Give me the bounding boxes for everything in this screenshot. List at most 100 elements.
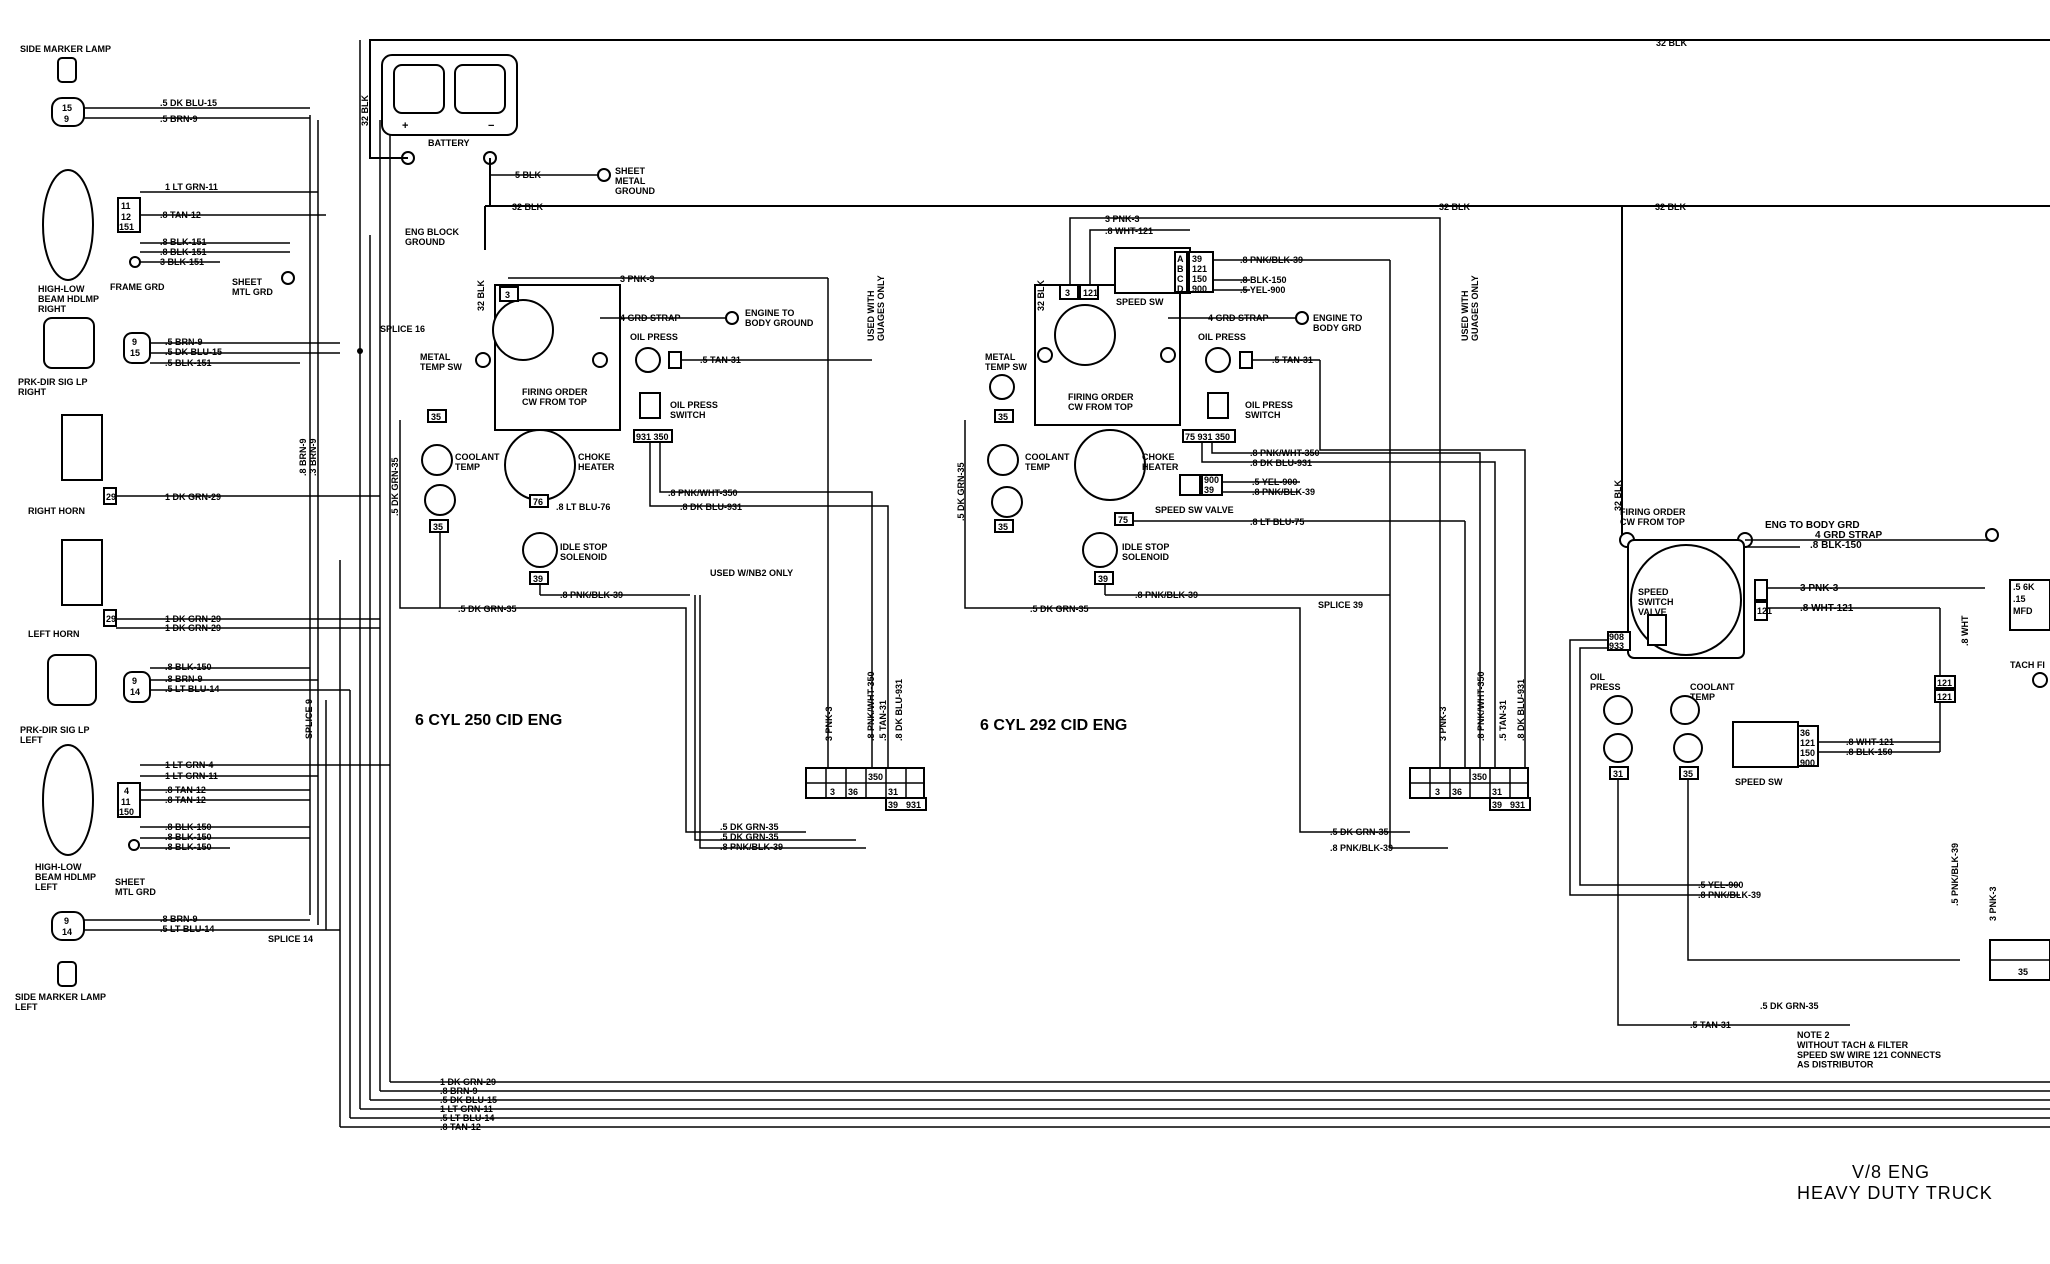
svg-text:121: 121 <box>1192 264 1207 274</box>
svg-text:.5 BRN-9: .5 BRN-9 <box>165 337 203 347</box>
svg-text:MFD: MFD <box>2013 606 2033 616</box>
headlamp-left <box>42 744 94 856</box>
svg-text:.8 BLK-150: .8 BLK-150 <box>165 842 212 852</box>
svg-text:1 LT GRN-4: 1 LT GRN-4 <box>165 760 213 770</box>
bus-labels: 1 DK GRN-29 .8 BRN-9 .5 DK BLU-15 1 LT G… <box>440 1077 497 1132</box>
svg-text:.5 TAN-31: .5 TAN-31 <box>1498 700 1508 741</box>
svg-text:1 LT GRN-11: 1 LT GRN-11 <box>165 182 218 192</box>
svg-text:.8 BRN-9: .8 BRN-9 <box>160 914 198 924</box>
choke-heater-292 <box>1074 429 1146 501</box>
svg-text:.8 BLK-151: .8 BLK-151 <box>160 237 207 247</box>
svg-text:15: 15 <box>130 348 140 358</box>
svg-text:.5 TAN-31: .5 TAN-31 <box>1690 1020 1731 1030</box>
svg-text:OIL PRESS: OIL PRESS <box>1198 332 1246 342</box>
svg-text:121: 121 <box>1800 738 1815 748</box>
svg-text:RIGHT HORN: RIGHT HORN <box>28 506 85 516</box>
svg-text:39: 39 <box>1192 254 1202 264</box>
svg-text:.8 DK BLU-931: .8 DK BLU-931 <box>894 679 904 741</box>
svg-text:3 PNK-3: 3 PNK-3 <box>824 706 834 741</box>
svg-text:350: 350 <box>1472 772 1487 782</box>
svg-text:.8 WHT-121: .8 WHT-121 <box>1846 737 1894 747</box>
svg-text:.5 TAN-31: .5 TAN-31 <box>878 700 888 741</box>
engine-292-block <box>1034 284 1181 426</box>
svg-text:.8 WHT: .8 WHT <box>1960 615 1970 646</box>
svg-text:.5 BRN-9: .5 BRN-9 <box>160 114 198 124</box>
svg-text:SPLICE 14: SPLICE 14 <box>268 934 313 944</box>
svg-text:.5 YEL-900: .5 YEL-900 <box>1698 880 1743 890</box>
svg-text:.5 DK GRN-35: .5 DK GRN-35 <box>720 832 779 842</box>
diagram-title-line-1: V/8 ENG <box>1852 1162 1930 1182</box>
svg-text:.5 LT BLU-14: .5 LT BLU-14 <box>165 684 219 694</box>
svg-text:.8 DK BLU-931: .8 DK BLU-931 <box>1250 458 1312 468</box>
svg-text:.5 TAN-31: .5 TAN-31 <box>700 355 741 365</box>
svg-text:.8 TAN-12: .8 TAN-12 <box>165 795 206 805</box>
svg-text:.3 BRN-9: .3 BRN-9 <box>308 438 318 476</box>
svg-text:35: 35 <box>998 412 1008 422</box>
svg-text:3 PNK-3: 3 PNK-3 <box>1800 583 1839 594</box>
svg-text:900: 900 <box>1204 475 1219 485</box>
section-292-label: 6 CYL 292 CID ENG <box>980 717 1127 734</box>
svg-text:.5 DK GRN-35: .5 DK GRN-35 <box>1030 604 1089 614</box>
svg-text:.8 PNK/WHT-350: .8 PNK/WHT-350 <box>1250 448 1320 458</box>
svg-text:.8 WHT-121: .8 WHT-121 <box>1800 603 1854 614</box>
svg-text:3: 3 <box>1435 787 1440 797</box>
svg-text:.8 BRN-9: .8 BRN-9 <box>440 1086 478 1096</box>
svg-text:29: 29 <box>106 614 116 624</box>
sheet-mtl-ground-icon <box>281 271 295 285</box>
svg-text:931: 931 <box>1510 800 1525 810</box>
svg-text:.8 BLK-151: .8 BLK-151 <box>160 247 207 257</box>
svg-text:32 BLK: 32 BLK <box>360 94 370 126</box>
svg-text:75: 75 <box>1118 515 1128 525</box>
diagram-title-line-2: HEAVY DUTY TRUCK <box>1797 1183 1993 1203</box>
speed-sw-v8 <box>1732 721 1799 768</box>
svg-text:.8 TAN-12: .8 TAN-12 <box>165 785 206 795</box>
svg-text:5 BLK: 5 BLK <box>515 170 542 180</box>
svg-text:3 PNK-3: 3 PNK-3 <box>1105 214 1140 224</box>
svg-text:11: 11 <box>121 201 131 211</box>
section-250-label: 6 CYL 250 CID ENG <box>415 712 562 729</box>
choke-heater-250 <box>504 429 576 501</box>
svg-text:.5 LT BLU-14: .5 LT BLU-14 <box>440 1113 494 1123</box>
svg-text:.5 6K: .5 6K <box>2013 582 2035 592</box>
svg-text:900: 900 <box>1192 284 1207 294</box>
svg-text:39: 39 <box>533 574 543 584</box>
svg-text:.5 DK GRN-35: .5 DK GRN-35 <box>458 604 517 614</box>
svg-text:C: C <box>1177 274 1184 284</box>
side-marker-connector <box>51 97 85 127</box>
svg-text:USED WITHGUAGES ONLY: USED WITHGUAGES ONLY <box>866 275 886 341</box>
svg-text:.5 TAN-31: .5 TAN-31 <box>1272 355 1313 365</box>
svg-text:35: 35 <box>431 412 441 422</box>
svg-text:36: 36 <box>848 787 858 797</box>
svg-text:.5 YEL-900: .5 YEL-900 <box>1240 285 1285 295</box>
svg-text:.8 BLK-150: .8 BLK-150 <box>1846 747 1893 757</box>
side-marker-lamp-left <box>57 961 77 987</box>
svg-text:D: D <box>1177 284 1184 294</box>
svg-text:350: 350 <box>868 772 883 782</box>
svg-text:75 931 350: 75 931 350 <box>1185 432 1230 442</box>
park-dir-lamp-left <box>47 654 97 706</box>
side-marker-lamp-right-label: SIDE MARKER LAMP <box>20 44 111 54</box>
svg-text:9: 9 <box>64 114 69 124</box>
svg-text:39: 39 <box>1492 800 1502 810</box>
svg-text:.8 BRN-9: .8 BRN-9 <box>298 438 308 476</box>
svg-text:4: 4 <box>124 786 129 796</box>
svg-text:.15: .15 <box>2013 594 2026 604</box>
main-bus-lines <box>309 39 2050 1128</box>
svg-text:.8 PNK/BLK-39: .8 PNK/BLK-39 <box>1252 487 1315 497</box>
